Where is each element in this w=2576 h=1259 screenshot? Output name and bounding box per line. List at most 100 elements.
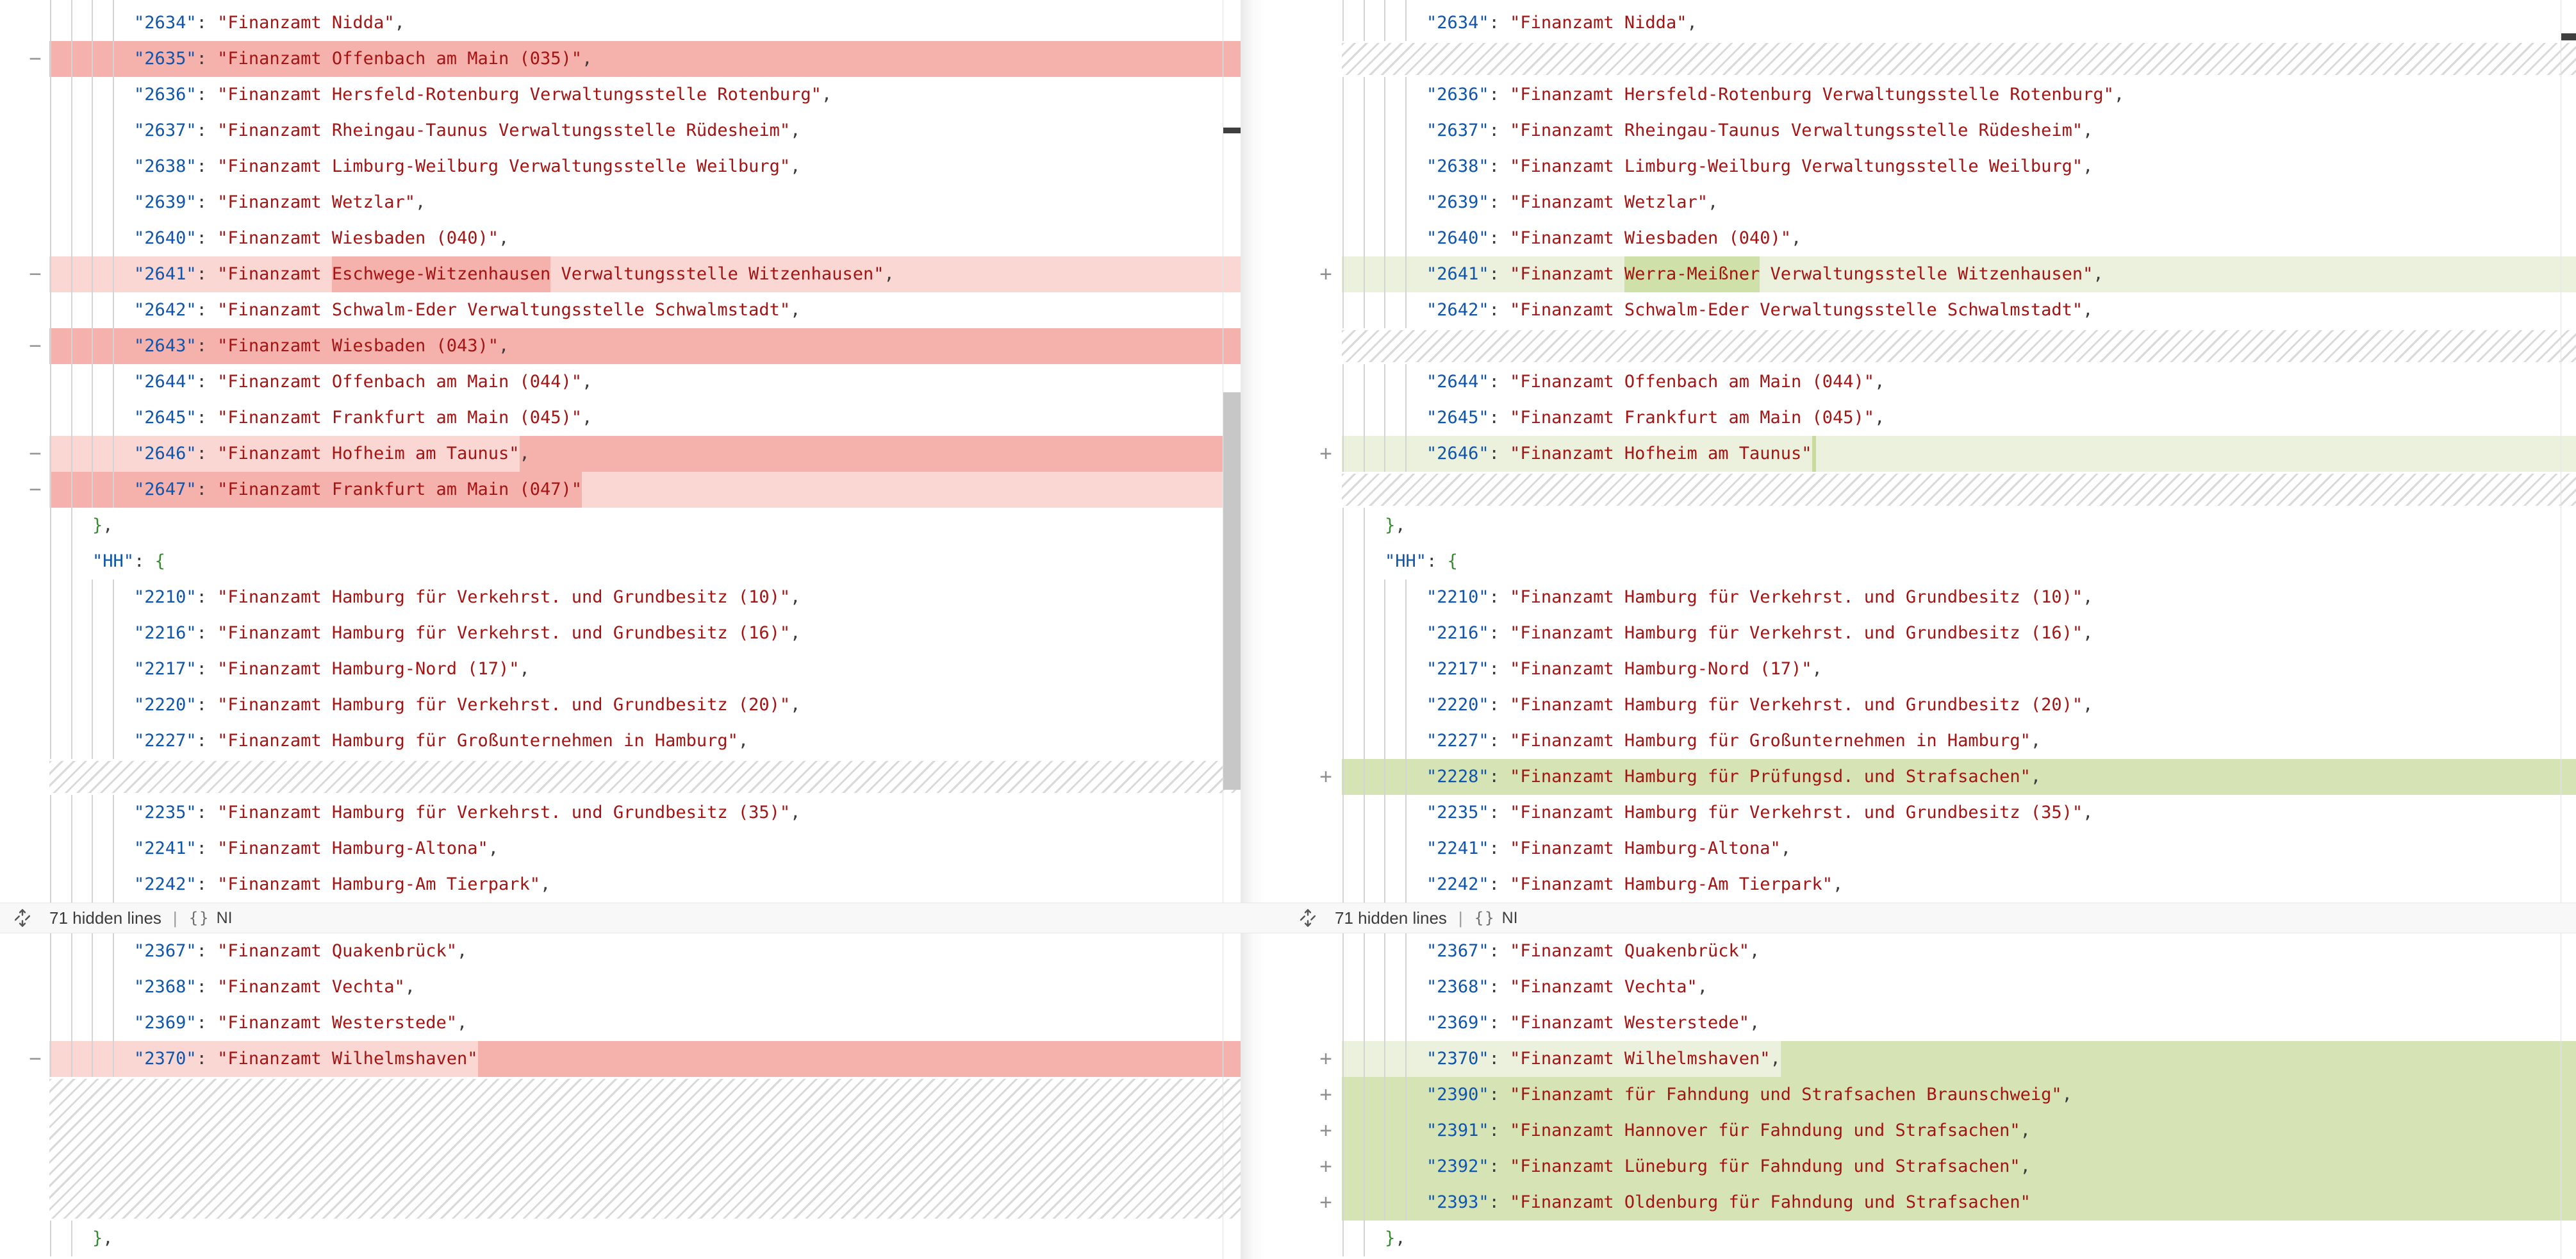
code-line[interactable]: "2641": "Finanzamt Eschwege-Witzenhausen… bbox=[51, 256, 1241, 292]
code-line[interactable]: "2645": "Finanzamt Frankfurt am Main (04… bbox=[1343, 400, 2576, 436]
code-line[interactable]: "2235": "Finanzamt Hamburg für Verkehrst… bbox=[1343, 795, 2576, 831]
code-line[interactable]: "2368": "Finanzamt Vechta", bbox=[51, 969, 1241, 1005]
code-line[interactable]: "2637": "Finanzamt Rheingau-Taunus Verwa… bbox=[51, 113, 1241, 149]
indent-guide bbox=[113, 723, 114, 759]
code-token: : bbox=[1489, 803, 1510, 822]
code-token: "Finanzamt Hannover für Fahndung und Str… bbox=[1510, 1121, 2020, 1140]
code-line[interactable]: "2235": "Finanzamt Hamburg für Verkehrst… bbox=[51, 795, 1241, 831]
code-line[interactable]: "2644": "Finanzamt Offenbach am Main (04… bbox=[1343, 364, 2576, 400]
code-line[interactable]: "2390": "Finanzamt für Fahndung und Stra… bbox=[1343, 1077, 2576, 1113]
code-line[interactable]: "2217": "Finanzamt Hamburg-Nord (17)", bbox=[51, 651, 1241, 687]
indent-guide bbox=[50, 687, 51, 723]
code-line[interactable]: "2368": "Finanzamt Vechta", bbox=[1343, 969, 2576, 1005]
code-line[interactable]: "2369": "Finanzamt Westerstede", bbox=[1343, 1005, 2576, 1041]
code-line[interactable]: "2228": "Finanzamt Hamburg für Prüfungsd… bbox=[1343, 759, 2576, 795]
code-line[interactable]: "2636": "Finanzamt Hersfeld-Rotenburg Ve… bbox=[1343, 77, 2576, 113]
code-line[interactable]: "HH": { bbox=[1343, 544, 2576, 579]
code-line[interactable]: "2370": "Finanzamt Wilhelmshaven" bbox=[51, 1041, 1241, 1077]
indent-guide bbox=[1364, 1005, 1365, 1041]
code-line[interactable]: "2634": "Finanzamt Nidda", bbox=[1343, 5, 2576, 41]
code-line[interactable]: "2640": "Finanzamt Wiesbaden (040)", bbox=[51, 221, 1241, 256]
code-line[interactable]: "2220": "Finanzamt Hamburg für Verkehrst… bbox=[51, 687, 1241, 723]
code-line[interactable]: "2216": "Finanzamt Hamburg für Verkehrst… bbox=[51, 615, 1241, 651]
code-line[interactable]: "2638": "Finanzamt Limburg-Weilburg Verw… bbox=[1343, 149, 2576, 185]
code-line[interactable]: "2646": "Finanzamt Hofheim am Taunus", bbox=[51, 436, 1241, 472]
line-highlight bbox=[1342, 256, 2576, 292]
pane-divider[interactable] bbox=[1241, 0, 1287, 1259]
code-line[interactable]: "2647": "Finanzamt Frankfurt am Main (04… bbox=[51, 472, 1241, 508]
code-line[interactable]: }, bbox=[1343, 1221, 2576, 1256]
code-token: "Finanzamt Hamburg-Am Tierpark" bbox=[217, 874, 541, 894]
code-line[interactable]: "2370": "Finanzamt Wilhelmshaven", bbox=[1343, 1041, 2576, 1077]
indent-guide bbox=[1405, 687, 1407, 723]
code-line[interactable]: "2644": "Finanzamt Offenbach am Main (04… bbox=[51, 364, 1241, 400]
code-line[interactable]: "2210": "Finanzamt Hamburg für Verkehrst… bbox=[1343, 579, 2576, 615]
code-line[interactable]: "2638": "Finanzamt Limburg-Weilburg Verw… bbox=[51, 149, 1241, 185]
code-line[interactable]: "2636": "Finanzamt Hersfeld-Rotenburg Ve… bbox=[51, 77, 1241, 113]
indent-guide bbox=[1405, 364, 1407, 400]
unfold-icon[interactable] bbox=[1298, 908, 1317, 928]
indent-guide bbox=[1364, 1113, 1365, 1149]
indent-guide bbox=[1384, 651, 1385, 687]
code-line[interactable]: "2367": "Finanzamt Quakenbrück", bbox=[51, 933, 1241, 969]
code-line[interactable]: "2640": "Finanzamt Wiesbaden (040)", bbox=[1343, 221, 2576, 256]
indent-guide bbox=[50, 933, 51, 969]
code-token: } bbox=[1385, 1228, 1396, 1248]
indent-guide bbox=[1384, 0, 1385, 5]
code-line[interactable]: "2242": "Finanzamt Hamburg-Am Tierpark", bbox=[51, 867, 1241, 903]
code-line[interactable]: "2634": "Finanzamt Nidda", bbox=[51, 5, 1241, 41]
code-line[interactable]: "2217": "Finanzamt Hamburg-Nord (17)", bbox=[1343, 651, 2576, 687]
indent-guide bbox=[1384, 759, 1385, 795]
code-line[interactable]: "2369": "Finanzamt Westerstede", bbox=[51, 1005, 1241, 1041]
code-line[interactable]: "HH": { bbox=[51, 544, 1241, 579]
code-line[interactable]: "2642": "Finanzamt Schwalm-Eder Verwaltu… bbox=[1343, 292, 2576, 328]
scrollbar-thumb[interactable] bbox=[1223, 392, 1241, 790]
breadcrumb[interactable]: {} NI bbox=[189, 909, 233, 928]
code-token: "Finanzamt für Fahndung und Strafsachen … bbox=[1510, 1085, 2062, 1105]
indent-guide bbox=[92, 687, 93, 723]
code-line[interactable]: "2210": "Finanzamt Hamburg für Verkehrst… bbox=[51, 579, 1241, 615]
code-line[interactable]: }, bbox=[1343, 508, 2576, 544]
code-line[interactable]: "2392": "Finanzamt Lüneburg für Fahndung… bbox=[1343, 1149, 2576, 1185]
indent-guide bbox=[71, 969, 72, 1005]
code-token: "Finanzamt Frankfurt am Main (045)" bbox=[1510, 408, 1875, 428]
indent-guide bbox=[1342, 256, 1344, 292]
code-line[interactable]: "2391": "Finanzamt Hannover für Fahndung… bbox=[1343, 1113, 2576, 1149]
code-token: : bbox=[196, 695, 218, 715]
code-line[interactable]: "2635": "Finanzamt Offenbach am Main (03… bbox=[51, 41, 1241, 77]
code-line[interactable]: "2641": "Finanzamt Werra-Meißner Verwalt… bbox=[1343, 256, 2576, 292]
code-line[interactable]: "2367": "Finanzamt Quakenbrück", bbox=[1343, 933, 2576, 969]
code-line[interactable]: "2642": "Finanzamt Schwalm-Eder Verwaltu… bbox=[51, 292, 1241, 328]
code-line[interactable]: "2220": "Finanzamt Hamburg für Verkehrst… bbox=[1343, 687, 2576, 723]
code-line[interactable]: "2227": "Finanzamt Hamburg für Großunter… bbox=[51, 723, 1241, 759]
code-line[interactable]: "2645": "Finanzamt Frankfurt am Main (04… bbox=[51, 400, 1241, 436]
code-line[interactable]: "2227": "Finanzamt Hamburg für Großunter… bbox=[1343, 723, 2576, 759]
code-token: , bbox=[790, 121, 801, 140]
code-line[interactable]: "2637": "Finanzamt Rheingau-Taunus Verwa… bbox=[1343, 113, 2576, 149]
code-token: "Finanzamt Hamburg für Prüfungsd. und St… bbox=[1510, 767, 2031, 787]
indent-guide bbox=[113, 77, 114, 113]
code-token: "2227" bbox=[1426, 731, 1489, 751]
unfold-icon[interactable] bbox=[13, 908, 32, 928]
indent-guide bbox=[1364, 933, 1365, 969]
code-line[interactable]: "2241": "Finanzamt Hamburg-Altona", bbox=[51, 831, 1241, 867]
breadcrumb[interactable]: {} NI bbox=[1474, 909, 1518, 928]
code-line[interactable]: "2241": "Finanzamt Hamburg-Altona", bbox=[1343, 831, 2576, 867]
indent-guide bbox=[113, 1041, 114, 1077]
indent-guide bbox=[1342, 1005, 1344, 1041]
code-token: "Finanzamt Hamburg für Großunternehmen i… bbox=[1510, 731, 2031, 751]
code-line[interactable]: "2639": "Finanzamt Wetzlar", bbox=[51, 185, 1241, 221]
code-line[interactable]: "2643": "Finanzamt Wiesbaden (043)", bbox=[51, 328, 1241, 364]
code-line[interactable]: "2646": "Finanzamt Hofheim am Taunus" bbox=[1343, 436, 2576, 472]
code-line[interactable]: "2639": "Finanzamt Wetzlar", bbox=[1343, 185, 2576, 221]
code-line[interactable]: }, bbox=[51, 508, 1241, 544]
code-line[interactable]: "2393": "Finanzamt Oldenburg für Fahndun… bbox=[1343, 1185, 2576, 1221]
hidden-lines-bar[interactable]: 71 hidden lines | {} NI 71 hidden lines … bbox=[0, 903, 2576, 933]
code-token: "2210" bbox=[1426, 587, 1489, 607]
code-line[interactable]: "2242": "Finanzamt Hamburg-Am Tierpark", bbox=[1343, 867, 2576, 903]
code-line[interactable]: }, bbox=[51, 1221, 1241, 1256]
indent-guide bbox=[1384, 1005, 1385, 1041]
code-line[interactable]: "2216": "Finanzamt Hamburg für Verkehrst… bbox=[1343, 615, 2576, 651]
code-token: , bbox=[1395, 515, 1406, 535]
code-token: "HH" bbox=[1385, 551, 1427, 571]
